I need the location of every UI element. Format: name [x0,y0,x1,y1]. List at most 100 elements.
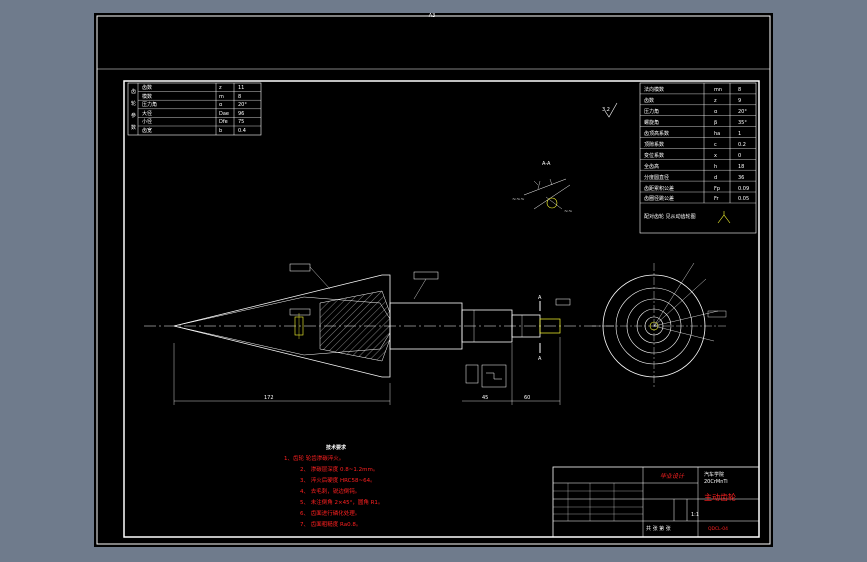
param-name: 小径 [142,118,152,125]
tech-item: 3、 淬火后硬度 HRC58~64。 [300,476,376,484]
param-val: 1 [738,131,741,137]
tech-item: 7、 齿面粗糙度 Ra0.8。 [300,520,361,528]
section-mark-bottom: A [538,356,542,362]
part-name: 主动齿轮 [704,492,736,502]
param-val: 96 [238,111,244,117]
param-val: 11 [238,85,244,91]
param-val: 35° [738,120,747,126]
side-label: 齿 [131,89,136,95]
outer-frame [96,15,771,545]
tech-heading: 技术要求 [326,444,347,451]
param-sym: z [219,85,222,91]
svg-text:~~: ~~ [564,209,572,215]
param-sym: m [219,94,224,100]
tolerance-frame [413,271,439,280]
param-name: 齿宽 [142,127,152,134]
param-val: 20° [238,102,247,108]
svg-text:~~~: ~~~ [512,197,525,203]
symbol-icon [717,211,731,224]
title-block: 毕业设计 汽车学院 20CrMnTi 主动齿轮 1:1 QDCL-04 共 张 … [552,466,760,538]
drawing-number: QDCL-04 [708,526,728,532]
hatched-section [319,290,391,362]
param-name: 齿距累积公差 [644,185,674,192]
drawing-viewport[interactable]: A3 齿 轮 参 数 齿数 z 11 模数 m 8 压力角 α 20° 大径 D… [94,13,773,547]
tech-item: 5、 未注倒角 2×45°，圆角 R1。 [300,498,383,506]
param-name: 压力角 [644,108,659,115]
param-name: 变位系数 [644,152,664,159]
shaft-thread [539,318,561,334]
param-sym: α [714,109,718,115]
param-sym: Dfe [219,119,228,125]
params-note: 配对齿轮 见从动齿轮图 [644,213,696,220]
param-val: 0.4 [238,128,246,134]
param-val: 20° [738,109,747,115]
param-sym: Fr [714,196,720,202]
section-view-label: A-A [542,161,551,167]
param-val: 75 [238,119,244,125]
side-label: 参 [131,112,136,119]
frame-label: A3 [429,13,436,19]
section-mark-top: A [538,295,542,301]
param-sym: Dae [219,111,229,117]
roughness-symbol: 3.2 [602,102,618,118]
section-view-aa: A-A ~~~ ~~ [512,161,572,215]
param-sym: α [219,102,223,108]
param-sym: h [714,164,717,170]
tech-item: 4、 去毛刺，锐边倒钝。 [300,487,360,495]
param-val: 36 [738,175,744,181]
param-sym: d [714,175,717,181]
side-label: 数 [131,124,136,131]
param-name: 齿圈径跳公差 [644,195,674,202]
param-sym: β [714,120,717,126]
param-name: 螺旋角 [644,119,659,126]
params-table-left: 齿 轮 参 数 齿数 z 11 模数 m 8 压力角 α 20° 大径 Dae … [127,82,262,136]
param-name: 齿数 [644,97,654,104]
param-val: 0.05 [738,196,749,202]
dim-total-value: 172 [264,395,274,401]
param-val: 8 [738,87,741,93]
params-table-right: 法向模数 mn 8 齿数 z 9 压力角 α 20° 螺旋角 β 35° 齿顶高… [639,82,757,234]
dim-length-a: 45 [482,395,488,401]
side-label: 轮 [131,100,136,107]
param-sym: mn [714,87,722,93]
tolerance-frame [289,308,311,316]
technical-requirements: 技术要求 1、齿轮 轮齿渗碳淬火。 2、 渗碳层深度 0.8~1.2mm。 3、… [284,444,383,528]
project-title: 毕业设计 [660,472,685,480]
param-name: 齿数 [142,84,152,91]
pinion-side-view: A A 172 45 60 [144,263,614,405]
roughness-value: 3.2 [602,107,610,113]
param-val: 8 [238,94,241,100]
param-val: 0.2 [738,142,746,148]
param-sym: c [714,142,717,148]
param-name: 大径 [142,110,152,117]
tolerance-frame [555,298,571,306]
param-sym: z [714,98,717,104]
sheet-info: 共 张 第 张 [646,525,671,532]
param-val: 18 [738,164,744,170]
tech-item: 6、 齿面进行磷化处理。 [300,509,360,517]
tech-item: 2、 渗碳层深度 0.8~1.2mm。 [300,465,378,473]
tech-item: 1、齿轮 轮齿渗碳淬火。 [284,454,344,462]
school-name: 汽车学院 [704,471,724,478]
param-name: 齿顶高系数 [644,130,669,137]
param-name: 全齿高 [644,163,659,170]
outer-circle [602,274,706,378]
param-name: 法向模数 [644,86,664,93]
param-sym: b [219,128,222,134]
drawing-canvas: A3 齿 轮 参 数 齿数 z 11 模数 m 8 压力角 α 20° 大径 D… [96,13,771,545]
material: 20CrMnTi [704,479,728,485]
scale: 1:1 [691,512,699,518]
inner-frame [123,80,760,538]
param-name: 分度圆直径 [644,174,669,181]
param-val: 0 [738,153,741,159]
pinion-end-view [592,262,727,389]
tolerance-frame [289,263,311,272]
dim-length-b: 60 [524,395,530,401]
param-sym: ha [714,131,720,137]
param-name: 压力角 [142,101,157,108]
param-val: 0.09 [738,186,749,192]
param-name: 顶隙系数 [644,141,664,148]
param-sym: Fp [714,186,720,192]
param-name: 模数 [142,93,152,100]
param-sym: x [714,153,717,159]
